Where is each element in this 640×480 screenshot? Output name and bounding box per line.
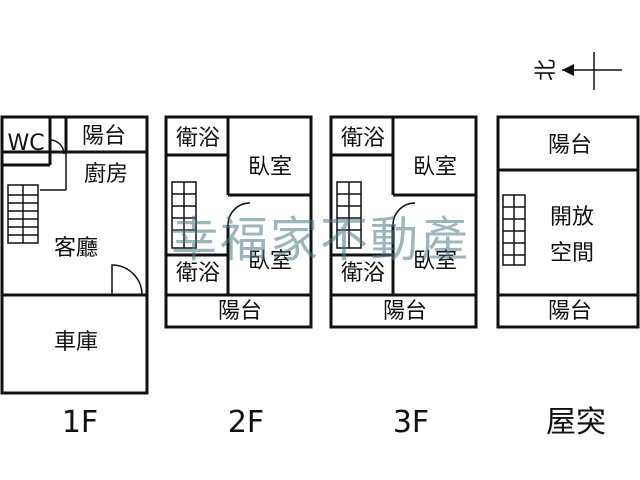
room-label-bedroom-bottom: 臥室 (413, 249, 457, 274)
floor-2f-stairs (171, 181, 197, 249)
floor-1f-plan: WC 陽台 廚房 客廳 車庫 (0, 115, 149, 395)
north-compass: 北 (534, 52, 622, 90)
room-label-living-room: 客廳 (54, 236, 98, 261)
room-label-balcony: 陽台 (218, 299, 262, 324)
floor-3f-stairs (336, 181, 362, 249)
floor-label-1f: 1F (62, 405, 98, 440)
room-label-bedroom-bottom: 臥室 (248, 249, 292, 274)
room-label-open-space-line1: 開放 (550, 205, 594, 230)
room-label-bathroom-top: 衛浴 (341, 126, 385, 151)
floor-1f-outline (0, 115, 149, 395)
room-label-garage: 車庫 (54, 330, 98, 355)
floor-2f-door-swing (227, 202, 251, 226)
floor-roof-stairs (502, 194, 526, 266)
room-label-open-space-line2: 空間 (550, 241, 594, 266)
floor-label-2f: 2F (228, 405, 264, 440)
room-label-balcony-bottom: 陽台 (548, 299, 592, 324)
room-label-bathroom-bottom: 衛浴 (341, 261, 385, 286)
floor-1f-door-swing (111, 264, 143, 296)
room-label-balcony: 陽台 (82, 124, 126, 149)
watermark-text: 幸福家不動產 (170, 212, 470, 268)
room-label-kitchen: 廚房 (84, 162, 128, 187)
floor-2f-plan: 衛浴 臥室 衛浴 臥室 陽台 (164, 115, 313, 329)
compass-north-label: 北 (534, 59, 559, 81)
floor-3f-plan: 衛浴 臥室 衛浴 臥室 陽台 (329, 115, 478, 329)
floor-roof-outline (496, 115, 640, 329)
floor-1f-door-swing (49, 139, 65, 155)
floor-1f-stairs (7, 184, 39, 244)
floor-3f-door-swing (392, 202, 416, 226)
room-label-balcony-top: 陽台 (548, 133, 592, 158)
room-label-wc: WC (7, 131, 44, 156)
room-label-balcony: 陽台 (383, 299, 427, 324)
room-label-bathroom-top: 衛浴 (176, 126, 220, 151)
floor-label-roof: 屋突 (546, 405, 606, 440)
floor-roof-plan: 陽台 開放 空間 陽台 (496, 115, 640, 329)
floor-3f-outline (329, 115, 478, 329)
room-label-bedroom-top: 臥室 (413, 155, 457, 180)
room-label-bedroom-top: 臥室 (248, 155, 292, 180)
north-arrow-icon (562, 64, 574, 76)
room-label-bathroom-bottom: 衛浴 (176, 261, 220, 286)
floor-2f-outline (164, 115, 313, 329)
floor-label-3f: 3F (393, 405, 429, 440)
